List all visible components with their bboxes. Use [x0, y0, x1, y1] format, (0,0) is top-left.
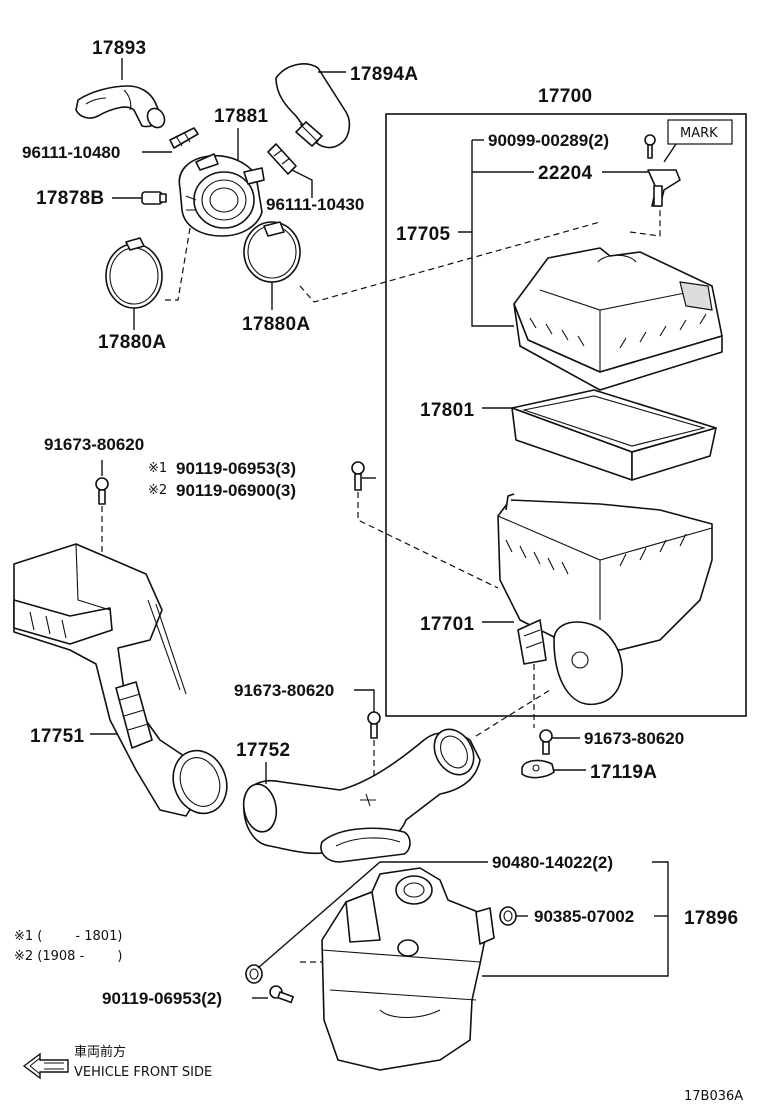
- label-17751: 17751: [30, 726, 84, 747]
- label-91673-80620-top: 91673-80620: [44, 435, 144, 454]
- label-mark: MARK: [680, 126, 718, 141]
- part-90119-bolt-bottom[interactable]: [269, 985, 294, 1004]
- assembly-box-17700: [385, 113, 747, 717]
- label-17752: 17752: [236, 740, 290, 761]
- part-17896-resonator[interactable]: [321, 867, 495, 1071]
- part-22204-sensor[interactable]: [647, 169, 681, 207]
- part-17878B-plug[interactable]: [141, 191, 167, 205]
- part-17880A-clamp-left[interactable]: [105, 237, 163, 309]
- part-96111-10480-clip[interactable]: [169, 127, 199, 149]
- note-ref1-range: ※1 ( - 1801): [14, 929, 122, 944]
- label-17701: 17701: [420, 614, 474, 635]
- label-17801: 17801: [420, 400, 474, 421]
- label-90119-06953-2: 90119-06953(2): [102, 989, 222, 1008]
- note-ref2-range: ※2 (1908 - ): [14, 949, 122, 964]
- label-ref1-mark: ※1: [148, 461, 167, 476]
- vehicle-front-arrow: [22, 1052, 69, 1080]
- label-17881: 17881: [214, 106, 268, 127]
- part-91673-bolt-mid[interactable]: [367, 711, 381, 739]
- label-90480-14022: 90480-14022(2): [492, 853, 613, 872]
- part-17752-hose[interactable]: [240, 722, 482, 863]
- label-90099-00289: 90099-00289(2): [488, 131, 609, 150]
- part-17881-adaptor[interactable]: [178, 153, 265, 237]
- direction-label-jp: 車両前方: [74, 1044, 126, 1060]
- part-17880A-clamp-right[interactable]: [243, 221, 301, 283]
- label-90119-06953-3: 90119-06953(3): [176, 459, 296, 478]
- label-17119A: 17119A: [590, 762, 657, 783]
- mark-callout: [663, 119, 733, 163]
- part-90480-grommet[interactable]: [245, 964, 263, 984]
- part-90119-bolt-top[interactable]: [351, 461, 365, 491]
- part-17705-cover[interactable]: [513, 247, 723, 391]
- label-22204: 22204: [538, 163, 592, 184]
- part-17751-duct[interactable]: [13, 543, 235, 821]
- part-96111-10430-clip[interactable]: [267, 143, 297, 175]
- label-17896: 17896: [684, 908, 738, 929]
- label-17878B: 17878B: [36, 188, 104, 209]
- part-17701-case[interactable]: [497, 493, 713, 706]
- figure-code: 17B036A: [684, 1089, 743, 1104]
- label-17894A: 17894A: [350, 64, 418, 85]
- label-91673-80620-right: 91673-80620: [584, 729, 684, 748]
- part-17119A-clip[interactable]: [521, 759, 555, 779]
- label-96111-10480: 96111-10480: [22, 143, 120, 162]
- part-91673-bolt-right[interactable]: [539, 729, 553, 755]
- label-90385-07002: 90385-07002: [534, 907, 634, 926]
- label-17705: 17705: [396, 224, 450, 245]
- label-17880A-left: 17880A: [98, 332, 166, 353]
- label-90119-06900-3: 90119-06900(3): [176, 481, 296, 500]
- part-17801-filter[interactable]: [511, 389, 717, 481]
- label-91673-80620-mid: 91673-80620: [234, 681, 334, 700]
- direction-label-en: VEHICLE FRONT SIDE: [74, 1065, 212, 1080]
- part-90099-00289-bolt[interactable]: [644, 134, 656, 159]
- part-17893-hose[interactable]: [75, 85, 168, 131]
- label-96111-10430: 96111-10430: [266, 195, 364, 214]
- label-17893: 17893: [92, 38, 146, 59]
- label-17880A-right: 17880A: [242, 314, 310, 335]
- label-ref2-mark: ※2: [148, 483, 167, 498]
- part-90385-grommet[interactable]: [499, 906, 517, 926]
- part-91673-bolt-top[interactable]: [95, 477, 109, 505]
- label-17700: 17700: [538, 86, 592, 107]
- part-17894A-duct[interactable]: [275, 63, 351, 149]
